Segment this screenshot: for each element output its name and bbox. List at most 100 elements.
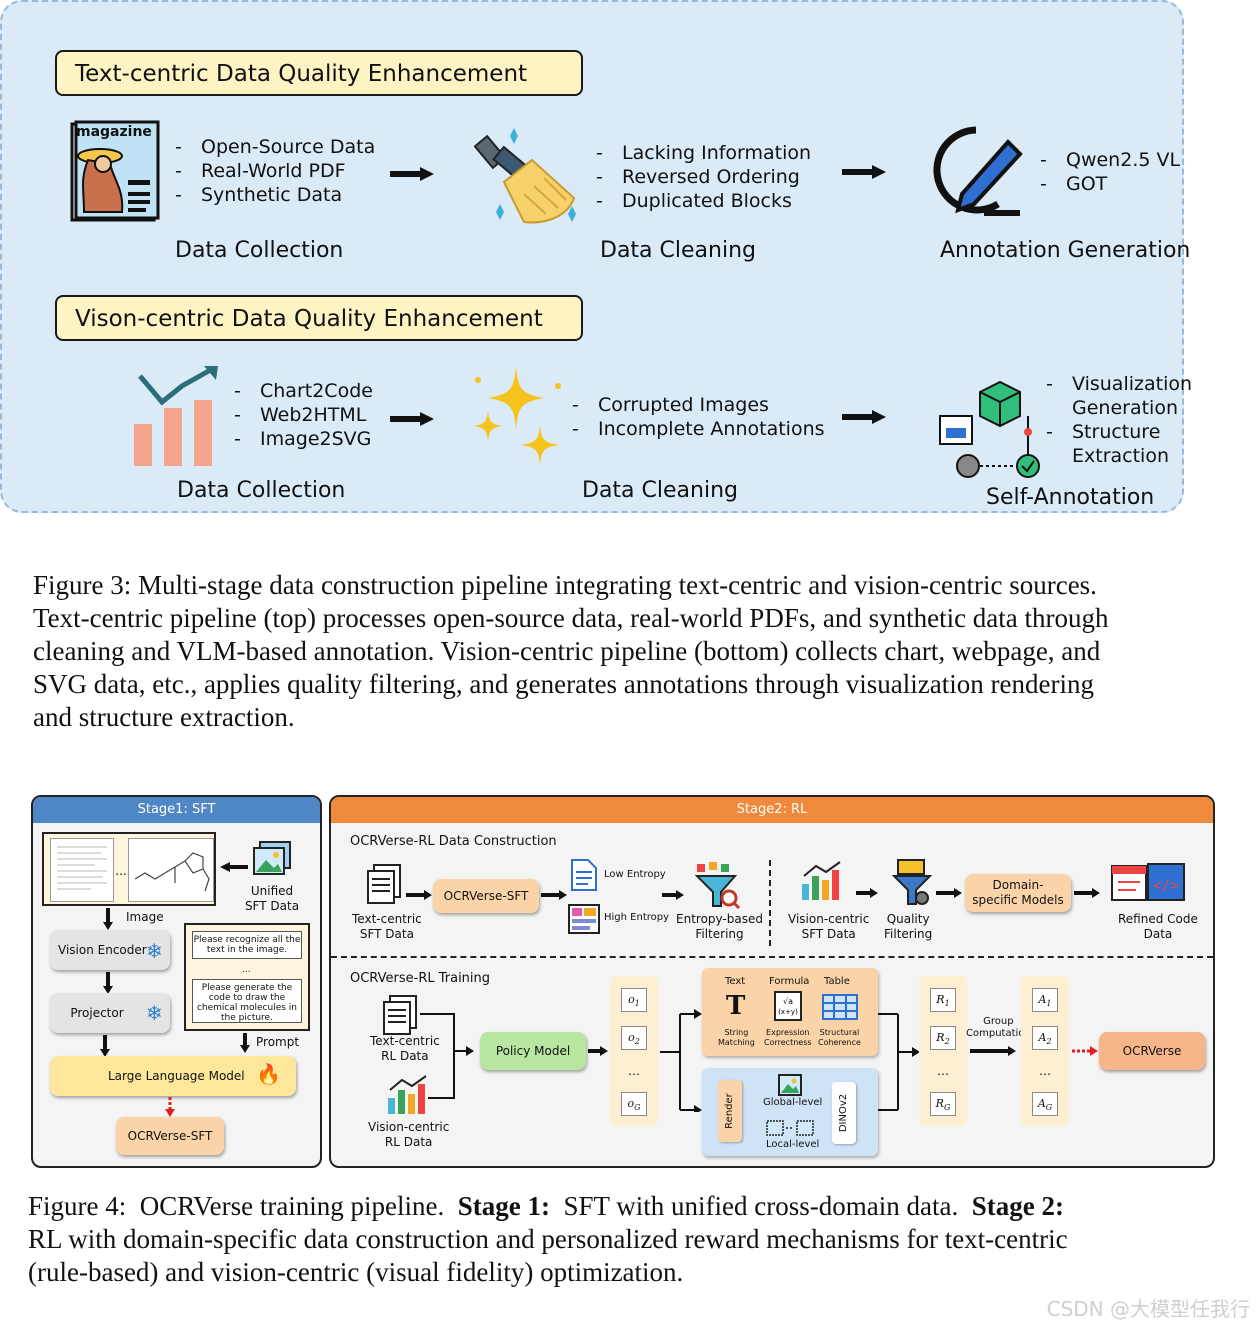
text-t-icon: T bbox=[726, 991, 746, 1021]
merge-connector bbox=[420, 1013, 474, 1099]
reward-r1: R1 bbox=[930, 988, 956, 1012]
list-item: Structure bbox=[1046, 420, 1192, 444]
domain-models-box: Domain- specific Models bbox=[965, 874, 1071, 912]
arrow-right-icon bbox=[970, 1046, 1016, 1056]
chart-data-icon bbox=[386, 1074, 430, 1116]
prompt-label: Prompt bbox=[256, 1035, 300, 1049]
advantage-a2: A2 bbox=[1032, 1026, 1058, 1050]
reward-item-expression: Expression Correctness bbox=[764, 1028, 812, 1047]
vision-collection-list: Chart2Code Web2HTML Image2SVG bbox=[234, 379, 373, 451]
vision-annotation-label: Self-Annotation bbox=[986, 485, 1155, 510]
llm-label: Large Language Model bbox=[108, 1069, 245, 1083]
arrow-right-icon bbox=[588, 1046, 608, 1056]
vision-sft-data-label: Vision-centric SFT Data bbox=[788, 912, 870, 941]
output-o2: o2 bbox=[621, 1026, 647, 1050]
caption-line: cleaning and VLM-based annotation. Visio… bbox=[33, 636, 1101, 666]
projector-label: Projector bbox=[70, 1006, 124, 1020]
vision-rl-data-label: Vision-centric RL Data bbox=[368, 1120, 450, 1149]
list-item: Chart2Code bbox=[234, 379, 373, 403]
image-icon bbox=[778, 1074, 802, 1096]
text-annotation-label: Annotation Generation bbox=[940, 238, 1191, 263]
arrow-right-icon bbox=[936, 888, 962, 898]
arrow-right-icon bbox=[842, 165, 886, 179]
vision-encoder-label: Vision Encoder bbox=[58, 943, 147, 957]
reward-header-formula: Formula bbox=[769, 976, 810, 987]
ocrverse-sft-box-label: OCRVerse-SFT bbox=[443, 889, 529, 903]
ellipsis-text: ... bbox=[115, 864, 127, 878]
policy-model-label: Policy Model bbox=[495, 1044, 571, 1058]
magazine-icon-text: magazine bbox=[76, 124, 152, 140]
unified-sft-label: Unified SFT Data bbox=[244, 884, 300, 913]
group-computation-label: Group Computation bbox=[966, 1016, 1031, 1039]
quality-filtering-label: Quality Filtering bbox=[884, 912, 933, 941]
table-icon bbox=[822, 994, 858, 1020]
list-item: Synthetic Data bbox=[175, 183, 375, 207]
vision-encoder-box: Vision Encoder bbox=[50, 930, 170, 970]
annotation-pen-icon bbox=[928, 124, 1024, 220]
text-cleaning-list: Lacking Information Reversed Ordering Du… bbox=[596, 141, 811, 213]
documents-icon bbox=[364, 863, 404, 905]
ocrverse-final-box: OCRVerse bbox=[1099, 1032, 1205, 1070]
caption-line: RL with domain-specific data constructio… bbox=[28, 1224, 1068, 1254]
projector-box: Projector bbox=[50, 993, 170, 1033]
stage2-header: Stage2: RL bbox=[331, 797, 1213, 823]
snowflake-icon: ❄ bbox=[146, 1001, 163, 1025]
documents-icon bbox=[380, 994, 420, 1036]
caption-line: (rule-based) and vision-centric (visual … bbox=[28, 1257, 684, 1287]
output-ellipsis: … bbox=[628, 1064, 640, 1078]
high-entropy-label: High Entropy bbox=[604, 912, 670, 923]
document-icon bbox=[568, 858, 598, 892]
arrow-down-dashed-icon bbox=[165, 1097, 175, 1117]
ocrverse-final-label: OCRVerse bbox=[1122, 1044, 1182, 1058]
vision-centric-title: Vison-centric Data Quality Enhancement bbox=[55, 295, 583, 341]
list-item: Extraction bbox=[1072, 445, 1169, 467]
svg-text:(x+y): (x+y) bbox=[778, 1008, 798, 1016]
image-label: Image bbox=[126, 910, 164, 924]
prompt-ellipsis: ... bbox=[242, 965, 251, 975]
broom-icon bbox=[473, 124, 584, 232]
text-collection-label: Data Collection bbox=[175, 238, 344, 263]
entropy-filtering-label: Entropy-based Filtering bbox=[676, 912, 763, 941]
arrow-down-icon bbox=[103, 972, 113, 994]
reward-item-structural: Structural Coherence bbox=[818, 1028, 861, 1047]
local-level-label: Local-level bbox=[766, 1139, 820, 1150]
list-item: Generation bbox=[1072, 397, 1178, 419]
arrow-down-icon bbox=[240, 1033, 250, 1053]
arrow-left-icon bbox=[220, 862, 248, 872]
reward-header-text: Text bbox=[725, 976, 746, 987]
arrow-right-icon bbox=[662, 890, 684, 900]
global-level-label: Global-level bbox=[763, 1097, 823, 1108]
list-item: Incomplete Annotations bbox=[572, 417, 825, 441]
high-entropy-doc-icon bbox=[568, 904, 600, 934]
reward-header-table: Table bbox=[824, 976, 850, 987]
text-cleaning-label: Data Cleaning bbox=[600, 238, 756, 263]
list-item: Open-Source Data bbox=[175, 135, 375, 159]
list-item: Qwen2.5 VL bbox=[1040, 148, 1180, 172]
arrow-right-icon bbox=[541, 890, 567, 900]
domain-models-label: Domain- specific Models bbox=[972, 878, 1064, 907]
list-item: Visualization bbox=[1046, 372, 1192, 396]
list-item: Web2HTML bbox=[234, 403, 373, 427]
section-divider bbox=[331, 956, 1213, 958]
vision-cleaning-list: Corrupted Images Incomplete Annotations bbox=[572, 393, 825, 441]
join-connector bbox=[878, 1013, 920, 1111]
caption-line: Figure 4: OCRVerse training pipeline. St… bbox=[28, 1191, 1064, 1221]
text-centric-title: Text-centric Data Quality Enhancement bbox=[55, 50, 583, 96]
vision-cleaning-label: Data Cleaning bbox=[582, 478, 738, 503]
branch-connector bbox=[660, 1009, 702, 1112]
snowflake-icon: ❄ bbox=[146, 939, 163, 963]
vision-annotation-list: Visualization Generation Structure Extra… bbox=[1046, 372, 1192, 468]
ocrverse-sft-output: OCRVerse-SFT bbox=[116, 1117, 224, 1155]
entropy-filter-icon bbox=[694, 860, 741, 910]
prompt-box: Please recognize all the text in the ima… bbox=[184, 923, 310, 1031]
advantage-aG: AG bbox=[1032, 1092, 1058, 1116]
document-thumbnail bbox=[50, 838, 114, 902]
formula-doc-icon: √a (x+y) bbox=[773, 990, 803, 1022]
arrow-right-icon bbox=[856, 888, 878, 898]
molecule-thumbnail bbox=[128, 838, 214, 902]
list-item: GOT bbox=[1040, 172, 1180, 196]
arrow-right-dashed-icon bbox=[1072, 1046, 1098, 1056]
prompt-text-2: Please generate the code to draw the che… bbox=[192, 979, 302, 1023]
chart-data-icon bbox=[800, 860, 844, 902]
sparkles-icon bbox=[468, 366, 568, 470]
